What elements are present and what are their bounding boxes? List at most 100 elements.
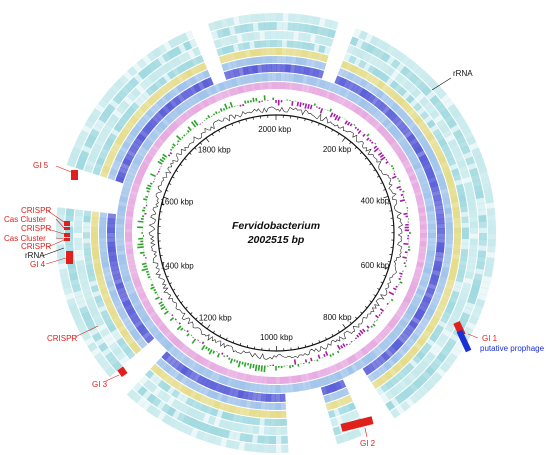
ring-segment xyxy=(449,124,461,134)
ring-segment xyxy=(380,52,391,63)
ring-segment xyxy=(158,370,168,380)
ring-segment xyxy=(403,162,412,170)
ring-segment xyxy=(452,173,462,182)
ring-segment xyxy=(343,99,351,108)
ring-segment xyxy=(357,108,366,117)
ring-segment xyxy=(425,365,436,377)
ring-segment xyxy=(257,435,265,444)
ring-segment xyxy=(141,400,152,411)
ring-segment xyxy=(242,416,250,425)
ring-segment xyxy=(433,199,443,207)
ring-segment xyxy=(401,142,411,152)
ring-segment xyxy=(328,92,336,101)
feature-blocks xyxy=(64,170,472,432)
ring-segment xyxy=(359,78,368,88)
ring-segment xyxy=(436,88,447,100)
ring-segment xyxy=(340,413,350,424)
ring-segment xyxy=(414,66,426,78)
ring-segment xyxy=(429,109,440,120)
ring-segment xyxy=(252,383,259,392)
ring-segment xyxy=(262,73,268,82)
ring-segment xyxy=(134,303,144,312)
ring-segment xyxy=(136,288,146,296)
ring-segment xyxy=(325,37,334,48)
ring-segment xyxy=(260,48,267,56)
ring-segment xyxy=(439,362,451,373)
gc-skew-bar xyxy=(257,364,261,371)
tick-mark xyxy=(342,137,346,142)
ring-segment xyxy=(452,211,461,219)
gc-skew-bar xyxy=(309,104,313,110)
gc-skew-bar xyxy=(374,142,377,145)
tick-mark xyxy=(349,321,352,324)
gc-skew-bar xyxy=(176,143,179,146)
ring-segment xyxy=(388,111,398,122)
ring-segment xyxy=(63,286,73,295)
gc-skew-bar xyxy=(229,358,234,364)
ring-segment xyxy=(403,296,412,304)
ring-segment xyxy=(152,386,162,397)
ring-segment xyxy=(99,212,108,219)
ring-segment xyxy=(194,103,203,112)
ring-segment xyxy=(401,90,411,101)
gc-skew-bar xyxy=(180,327,184,331)
ring-segment xyxy=(327,409,336,419)
ring-segment xyxy=(428,79,439,91)
ring-segment xyxy=(189,95,198,106)
ring-segment xyxy=(435,213,445,220)
ring-segment xyxy=(351,83,360,94)
ring-segment xyxy=(442,197,451,205)
ring-segment xyxy=(419,215,427,222)
gc-skew-bar xyxy=(197,339,199,342)
ring-segment xyxy=(460,170,470,179)
gc-skew-bar xyxy=(386,302,389,305)
ring-segment xyxy=(397,347,407,357)
ring-segment xyxy=(367,116,376,125)
tick-mark xyxy=(369,300,372,303)
ring-segment xyxy=(286,48,293,56)
ring-segment xyxy=(436,233,445,239)
ring-segment xyxy=(122,346,133,356)
ring-segment xyxy=(119,114,130,124)
ring-segment xyxy=(263,435,271,444)
ring-segment xyxy=(136,58,148,69)
gc-skew-bar xyxy=(379,308,385,312)
ring-segment xyxy=(405,166,414,174)
ring-segment xyxy=(125,244,133,251)
ring-segment xyxy=(426,337,436,347)
ring-segment xyxy=(401,113,411,123)
ring-segment xyxy=(117,149,126,158)
ring-segment xyxy=(401,158,410,167)
ring-segment xyxy=(419,228,428,234)
ring-segment xyxy=(276,13,283,22)
ring-segment xyxy=(141,314,151,324)
ring-segment xyxy=(257,383,263,393)
ring-segment xyxy=(423,75,435,86)
ring-segment xyxy=(353,105,362,115)
ring-segment xyxy=(407,84,418,95)
ring-segment xyxy=(337,406,347,415)
ring-segment xyxy=(234,51,242,60)
ring-segment xyxy=(303,33,312,42)
ring-segment xyxy=(334,75,343,85)
ring-segment xyxy=(242,66,250,76)
gc-skew-bar xyxy=(147,184,152,188)
ring-segment xyxy=(342,358,351,367)
gc-skew-bar xyxy=(313,103,316,106)
ring-segment xyxy=(176,362,186,373)
ring-segment xyxy=(133,177,142,185)
ring-segment xyxy=(180,90,190,101)
ring-segment xyxy=(280,64,287,73)
ring-segment xyxy=(98,98,109,109)
ring-segment xyxy=(253,40,261,49)
ring-segment xyxy=(65,208,75,216)
ring-segment xyxy=(371,347,381,358)
ring-segment xyxy=(114,320,124,329)
ring-segment xyxy=(434,204,444,211)
ring-segment xyxy=(438,333,449,343)
ring-segment xyxy=(135,120,145,130)
ring-segment xyxy=(461,238,469,245)
tick-mark xyxy=(189,152,192,155)
ring-segment xyxy=(171,77,181,87)
ring-segment xyxy=(346,356,354,365)
